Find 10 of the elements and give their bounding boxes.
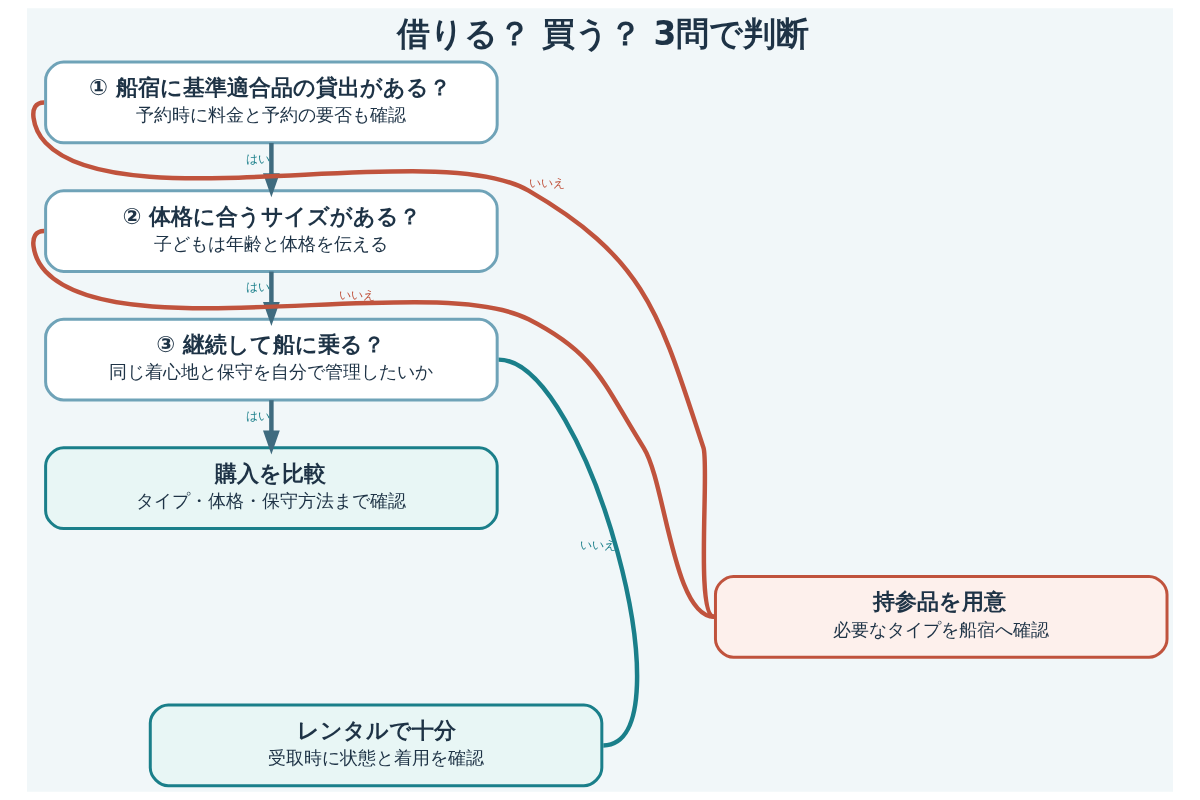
node-box: 購入を比較 タイプ・体格・保守方法まで確認 bbox=[44, 446, 499, 531]
node-box: 持参品を用意 必要なタイプを船宿へ確認 bbox=[713, 574, 1169, 659]
node-box: ② 体格に合うサイズがある？ 子どもは年齢と体格を伝える bbox=[44, 189, 499, 273]
edge-label: いいえ bbox=[338, 287, 375, 302]
node-box: ① 船宿に基準適合品の貸出がある？ 予約時に料金と予約の要否も確認 bbox=[44, 60, 499, 145]
node-box: レンタルで十分 受取時に状態と着用を確認 bbox=[148, 703, 604, 788]
edge-label: いいえ bbox=[528, 175, 565, 190]
node-box: ③ 継続して船に乗る？ 同じ着心地と保守を自分で管理したいか bbox=[44, 317, 499, 402]
diagram-title: 借りる？ 買う？ 3問で判断 bbox=[396, 14, 810, 54]
connector bbox=[497, 357, 640, 748]
